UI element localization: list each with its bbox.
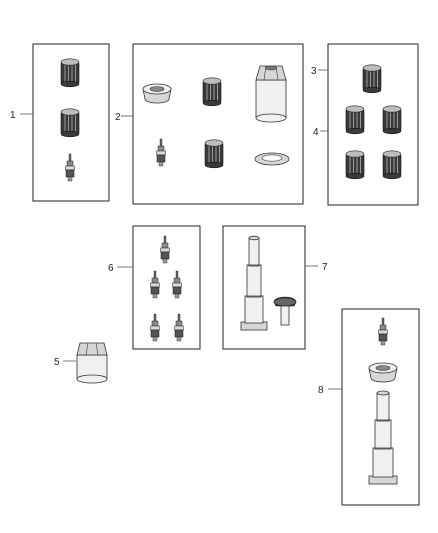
callout-3: 3 [311,66,317,77]
callout-2: 2 [115,112,121,123]
valve-core-icon [378,317,388,346]
group-3-4-box [327,43,419,206]
group-6-box [132,225,201,350]
callout-8: 8 [318,385,324,396]
callout-1: 1 [10,110,16,121]
valve-core-icon [150,313,160,342]
valve-cap-icon [382,105,402,135]
valve-cap-icon [345,105,365,135]
valve-core-icon [160,235,170,264]
valve-core-icon [174,313,184,342]
valve-cap-icon [382,150,402,180]
hex-nut-icon [76,342,108,384]
valve-cap-icon [60,108,80,138]
valve-stem-icon [368,390,398,485]
valve-cap-icon [362,64,382,94]
grommet-icon [142,83,172,104]
valve-cap-icon [345,150,365,180]
callout-7: 7 [322,262,328,273]
group-2-box [132,43,304,205]
group-7-box [222,225,306,350]
valve-cap-icon [60,58,80,88]
valve-core-icon [65,153,75,182]
grommet-icon [368,362,398,383]
valve-cap-icon [202,77,222,107]
valve-core-icon [172,270,182,299]
washer-icon [254,152,290,166]
hex-nut-icon [255,65,287,123]
valve-cap-icon [204,139,224,169]
valve-stem-icon [240,235,268,331]
group-8-box [341,308,420,506]
callout-6: 6 [108,263,114,274]
valve-core-icon [150,270,160,299]
screw-icon [273,296,297,326]
group-1-box [32,43,110,202]
callout-4: 4 [313,127,319,138]
callout-5: 5 [54,357,60,368]
valve-core-icon [156,138,166,167]
